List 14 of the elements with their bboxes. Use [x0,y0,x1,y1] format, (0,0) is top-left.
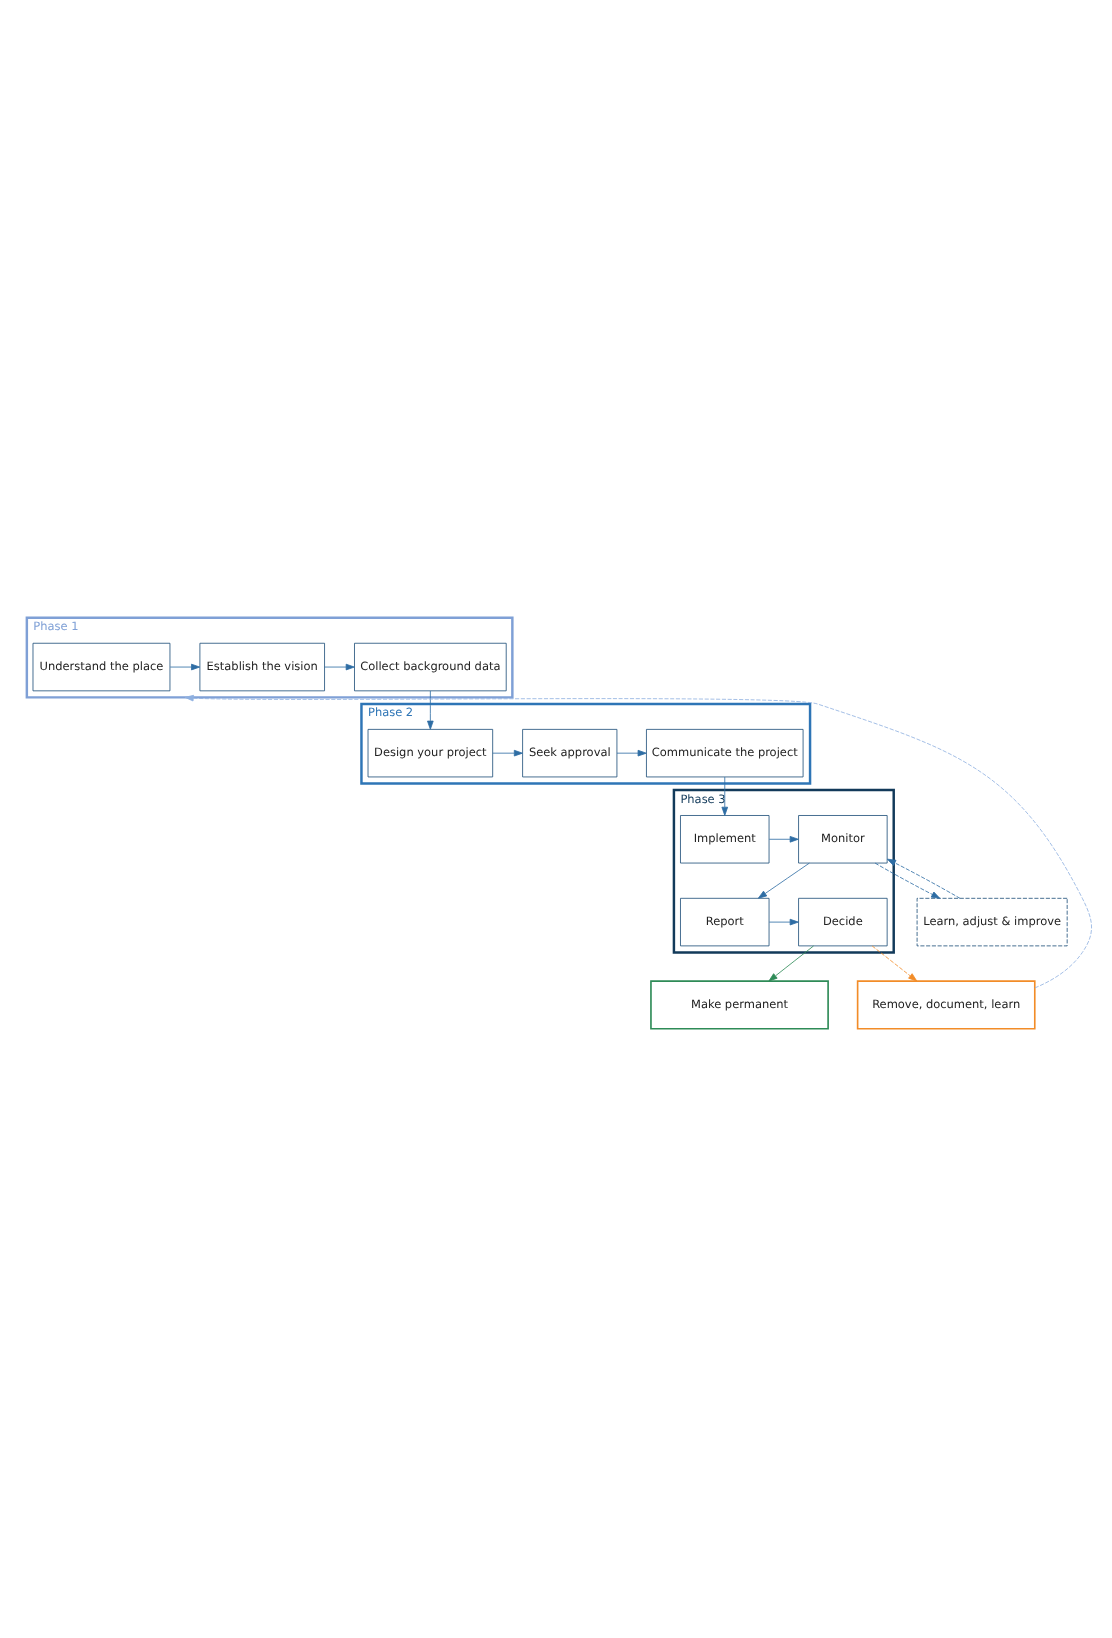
arrow [768,917,799,925]
arrow [616,748,647,756]
arrow [184,693,1092,988]
arrow [721,775,729,815]
arrow [768,944,814,981]
arrow [169,662,201,670]
arrow [492,748,523,756]
arrow [427,689,434,729]
arrow [324,662,355,670]
arrow [887,857,961,898]
arrow [768,835,799,842]
arrow [757,861,810,898]
arrow [871,944,918,981]
arrow [874,861,941,898]
